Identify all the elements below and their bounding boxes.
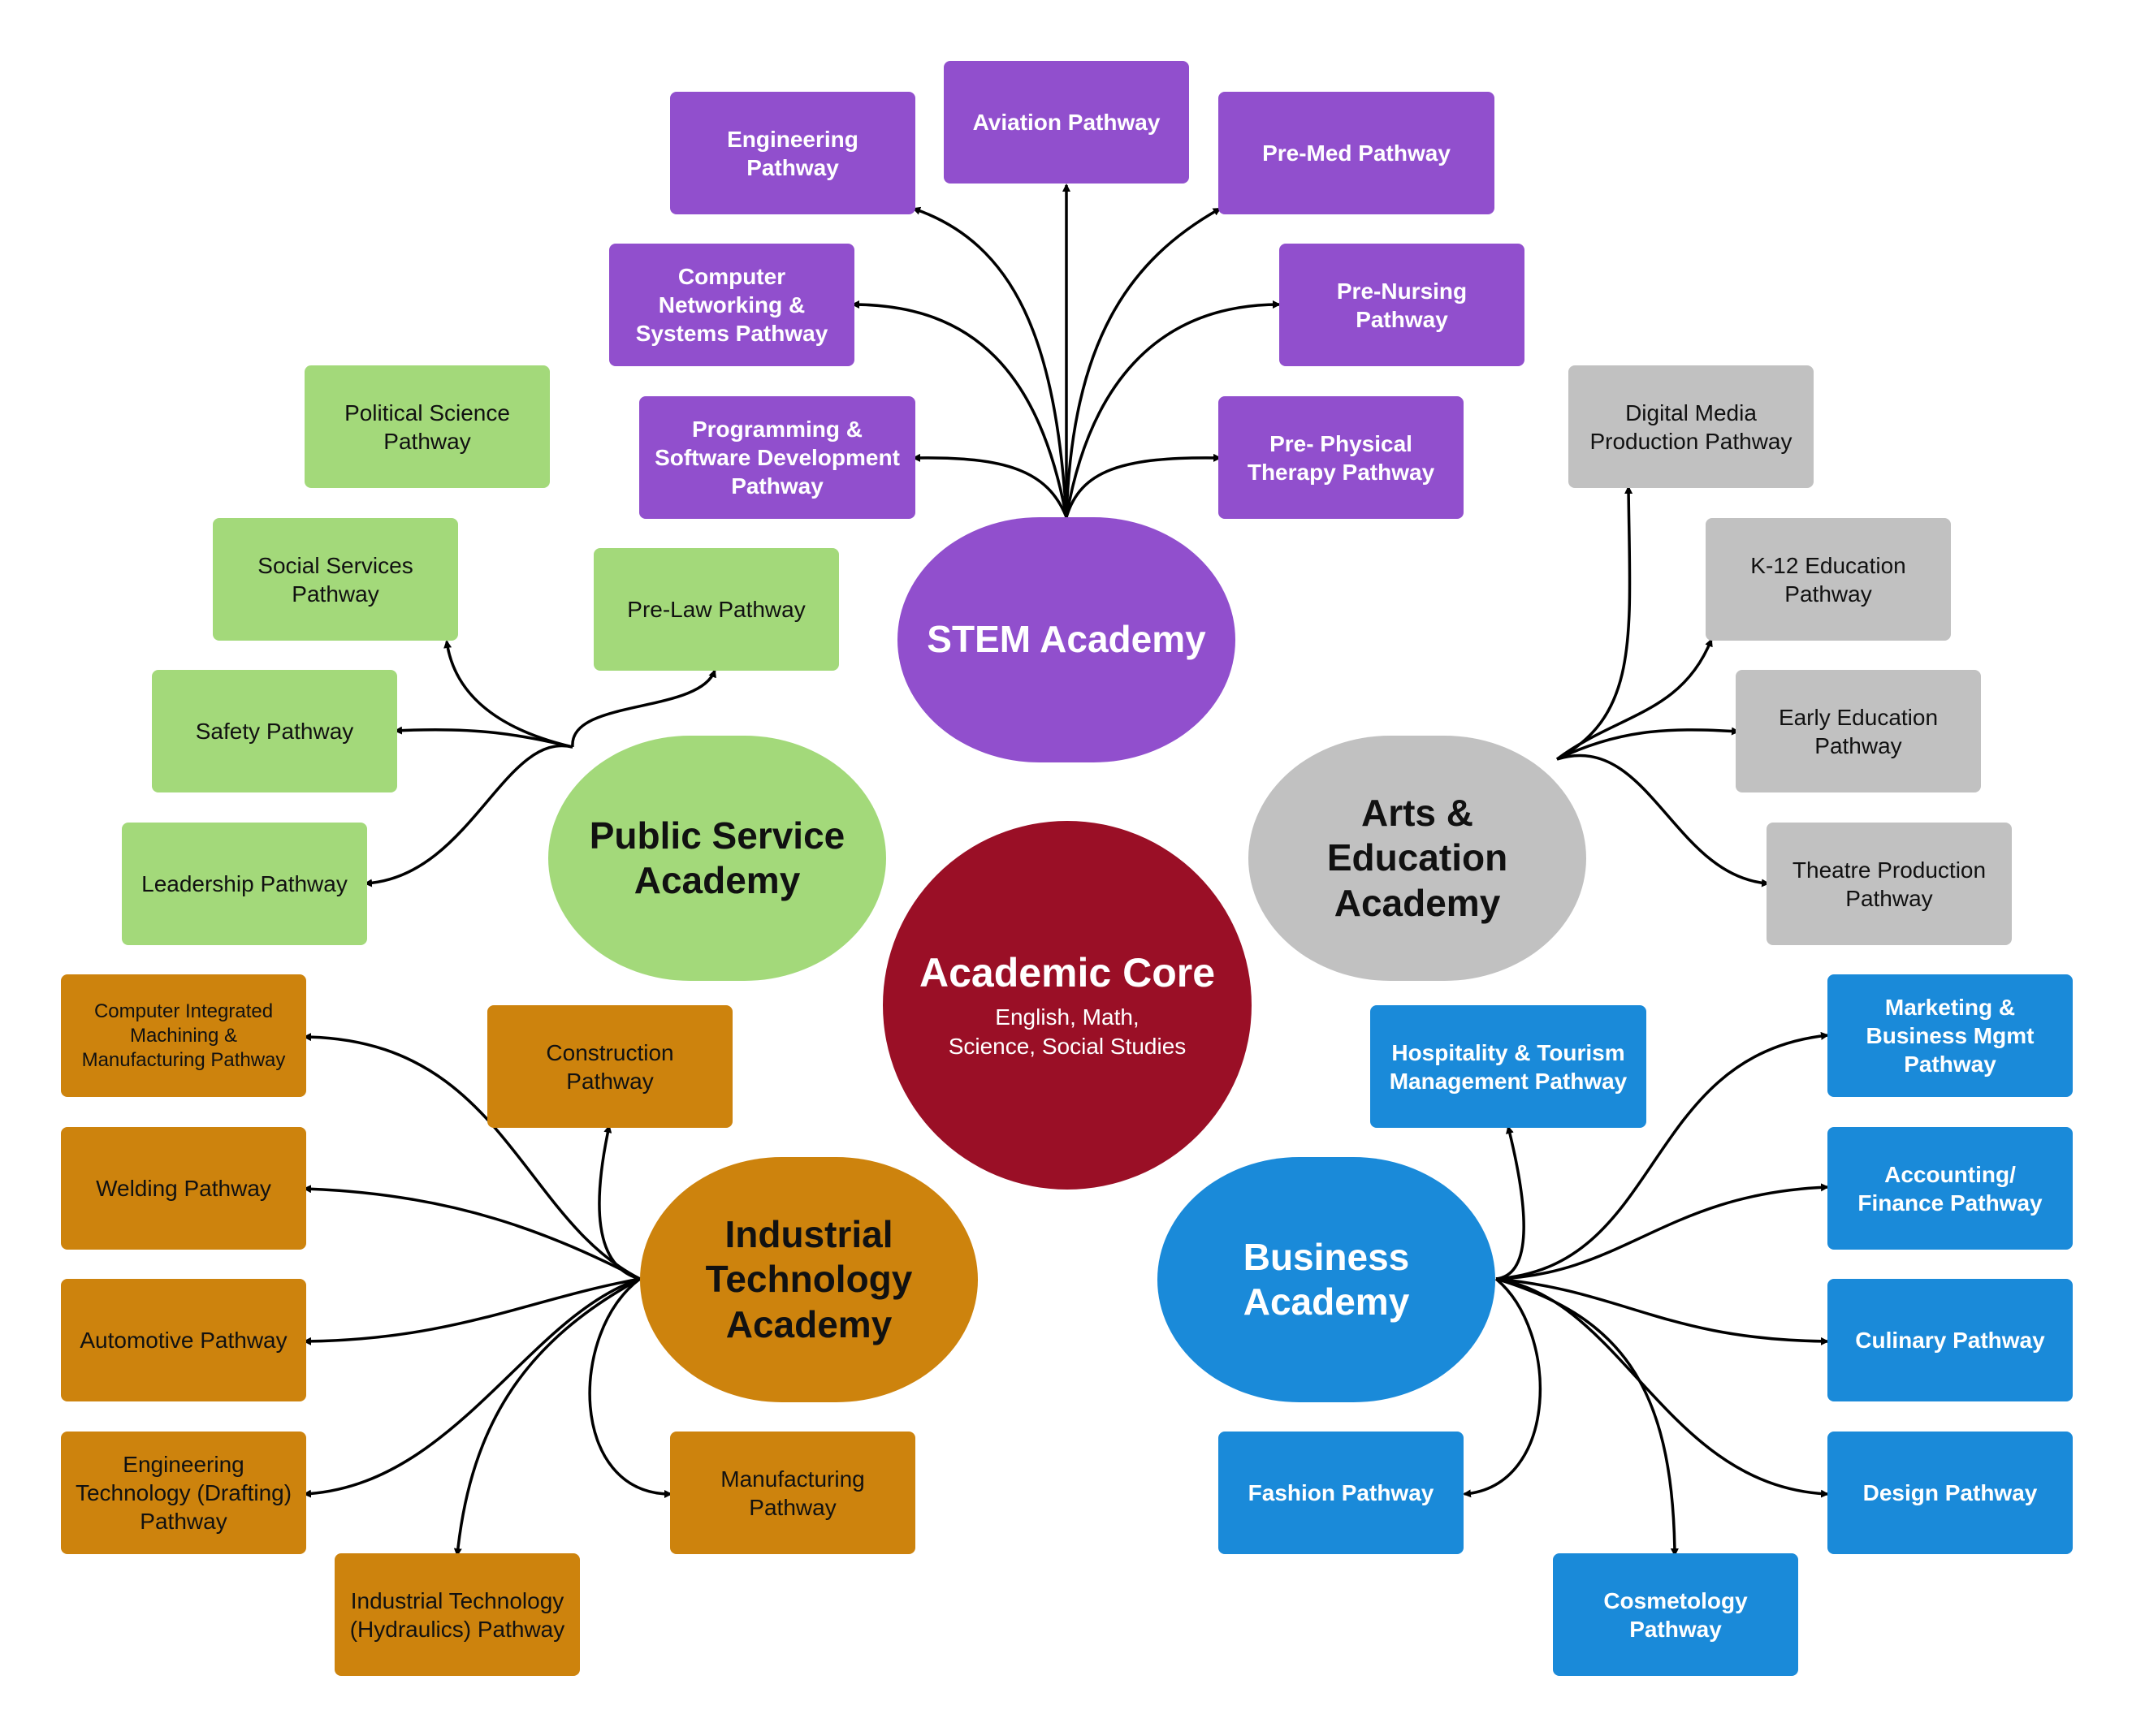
pathway-computer-networking: Computer Networking & Systems Pathway	[609, 244, 854, 366]
public-service-academy-node: Public Service Academy	[548, 736, 886, 981]
edge-biz-fashion	[1463, 1277, 1542, 1498]
pathway-construction: Construction Pathway	[487, 1005, 733, 1128]
pathway-accounting-finance: Accounting/ Finance Pathway	[1827, 1127, 2073, 1250]
pathway-manufacturing: Manufacturing Pathway	[670, 1432, 915, 1554]
edge-ind-hydraulics	[453, 1277, 641, 1557]
edge-ps-leadership	[364, 744, 573, 887]
pathway-theatre-production: Theatre Production Pathway	[1767, 823, 2012, 945]
edge-biz-culinary	[1495, 1277, 1829, 1345]
pathway-hospitality-tourism: Hospitality & Tourism Management Pathway	[1370, 1005, 1646, 1128]
pathway-political-science: Political Science Pathway	[305, 365, 550, 488]
pathway-industrial-technology-hydraulics: Industrial Technology (Hydraulics) Pathw…	[335, 1553, 580, 1676]
edge-ps-prelaw	[571, 669, 716, 748]
edge-ind-manufacturing	[588, 1277, 672, 1498]
edge-biz-cosmetology	[1495, 1277, 1679, 1557]
academic-core-node: Academic Core English, Math, Science, So…	[883, 821, 1252, 1190]
pathway-k12-education: K-12 Education Pathway	[1706, 518, 1951, 641]
edge-biz-accounting	[1495, 1183, 1829, 1280]
edge-stem-programming	[912, 453, 1068, 518]
pathway-early-education: Early Education Pathway	[1736, 670, 1981, 792]
edge-ps-safety	[394, 726, 573, 749]
edge-ind-drafting	[303, 1277, 641, 1498]
pathway-automotive: Automotive Pathway	[61, 1279, 306, 1401]
pathway-digital-media: Digital Media Production Pathway	[1568, 365, 1814, 488]
pathway-pre-law: Pre-Law Pathway	[594, 548, 839, 671]
business-academy-node: Business Academy	[1157, 1157, 1495, 1402]
edge-ind-cim	[303, 1033, 641, 1280]
academic-core-subtitle: English, Math, Science, Social Studies	[948, 1004, 1187, 1059]
pathway-pre-physical-therapy: Pre- Physical Therapy Pathway	[1218, 396, 1464, 519]
pathway-programming-software: Programming & Software Development Pathw…	[639, 396, 915, 519]
pathway-engineering: Engineering Pathway	[670, 92, 915, 214]
pathway-pre-nursing: Pre-Nursing Pathway	[1279, 244, 1524, 366]
edge-ind-welding	[303, 1185, 641, 1280]
pathway-culinary: Culinary Pathway	[1827, 1279, 2073, 1401]
edge-arts-k12	[1555, 638, 1713, 761]
academic-core-title: Academic Core	[919, 949, 1216, 995]
edge-stem-networking	[851, 300, 1068, 518]
pathway-computer-integrated-machining: Computer Integrated Machining & Manufact…	[61, 974, 306, 1097]
edge-arts-theatre	[1556, 754, 1770, 887]
pathway-cosmetology: Cosmetology Pathway	[1553, 1553, 1798, 1676]
industrial-technology-academy-node: Industrial Technology Academy	[640, 1157, 978, 1402]
pathway-marketing-business-mgmt: Marketing & Business Mgmt Pathway	[1827, 974, 2073, 1097]
pathway-social-services: Social Services Pathway	[213, 518, 458, 641]
edge-biz-design	[1495, 1277, 1829, 1498]
pathway-design: Design Pathway	[1827, 1432, 2073, 1554]
arts-education-academy-node: Arts & Education Academy	[1248, 736, 1586, 981]
pathway-fashion: Fashion Pathway	[1218, 1432, 1464, 1554]
edge-ind-automotive	[303, 1277, 641, 1345]
edge-stem-premed	[1065, 207, 1222, 518]
edge-stem-engineering	[912, 206, 1068, 518]
edge-biz-marketing	[1495, 1031, 1829, 1280]
edge-arts-digital	[1556, 486, 1633, 761]
pathway-pre-med: Pre-Med Pathway	[1218, 92, 1494, 214]
pathway-engineering-technology-drafting: Engineering Technology (Drafting) Pathwa…	[61, 1432, 306, 1554]
edge-arts-early	[1556, 727, 1740, 761]
pathway-leadership: Leadership Pathway	[122, 823, 367, 945]
pathway-safety: Safety Pathway	[152, 670, 397, 792]
pathway-welding: Welding Pathway	[61, 1127, 306, 1250]
pathway-aviation: Aviation Pathway	[944, 61, 1189, 184]
edge-stem-prenursing	[1065, 300, 1281, 518]
edge-biz-hospitality	[1495, 1125, 1525, 1280]
stem-academy-node: STEM Academy	[897, 517, 1235, 762]
edge-stem-pt	[1065, 453, 1222, 518]
